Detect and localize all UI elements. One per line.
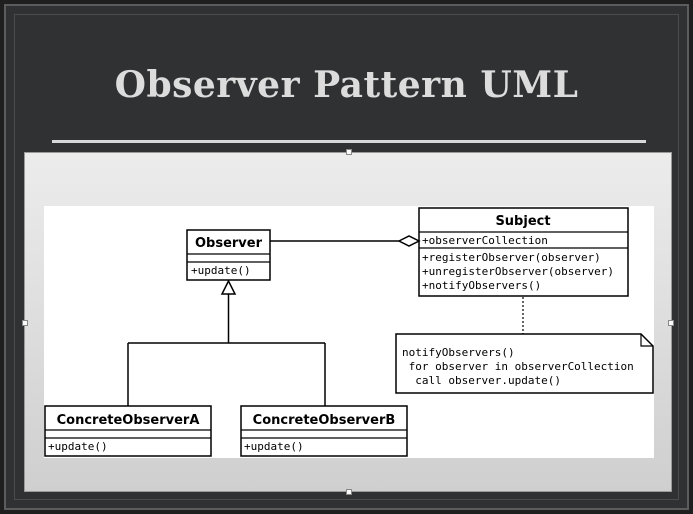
panel-resize-handle-top[interactable] [346,149,352,155]
class-subject: Subject +observerCollection +registerObs… [418,207,629,297]
slide-inner-border [14,14,679,500]
class-subject-box [418,207,629,297]
note: notifyObservers() for observer in observ… [395,333,654,394]
uml-diagram: Observer +update() Subject +observerColl… [44,206,654,458]
class-observer: Observer +update() [186,229,271,281]
class-concrete-observer-b: ConcreteObserverB +update() [240,405,408,457]
class-concrete-observer-b-box [240,405,408,457]
aggregation-diamond [397,235,421,247]
class-subject-method-notify: +notifyObservers() [422,279,541,292]
note-line-2: for observer in observerCollection [402,360,634,373]
uml-diagram-svg: Observer +update() Subject +observerColl… [44,207,654,457]
class-concrete-observer-a: ConcreteObserverA +update() [44,405,212,457]
class-concrete-observer-a-name: ConcreteObserverA [57,413,200,428]
class-concrete-observer-a-method: +update() [48,440,108,453]
class-observer-method: +update() [191,264,251,277]
note-fold [640,334,653,347]
class-subject-attribute: +observerCollection [422,234,548,247]
class-observer-box [186,229,271,281]
panel-resize-handle-right[interactable] [668,320,674,326]
title-divider [52,140,646,143]
slide-title: Observer Pattern UML [114,64,579,106]
class-concrete-observer-b-method: +update() [244,440,304,453]
note-line-3: call observer.update() [402,374,561,387]
class-subject-name: Subject [495,214,550,229]
inheritance-arrowhead [220,279,237,295]
class-subject-method-register: +registerObserver(observer) [422,251,601,264]
class-concrete-observer-b-name: ConcreteObserverB [253,413,396,428]
note-box [395,333,654,394]
class-subject-method-unregister: +unregisterObserver(observer) [422,265,614,278]
class-concrete-observer-a-box [44,405,212,457]
class-observer-name: Observer [195,236,263,251]
panel-resize-handle-left[interactable] [22,320,28,326]
panel-resize-handle-bottom[interactable] [346,489,352,495]
note-line-1: notifyObservers() [402,346,515,359]
